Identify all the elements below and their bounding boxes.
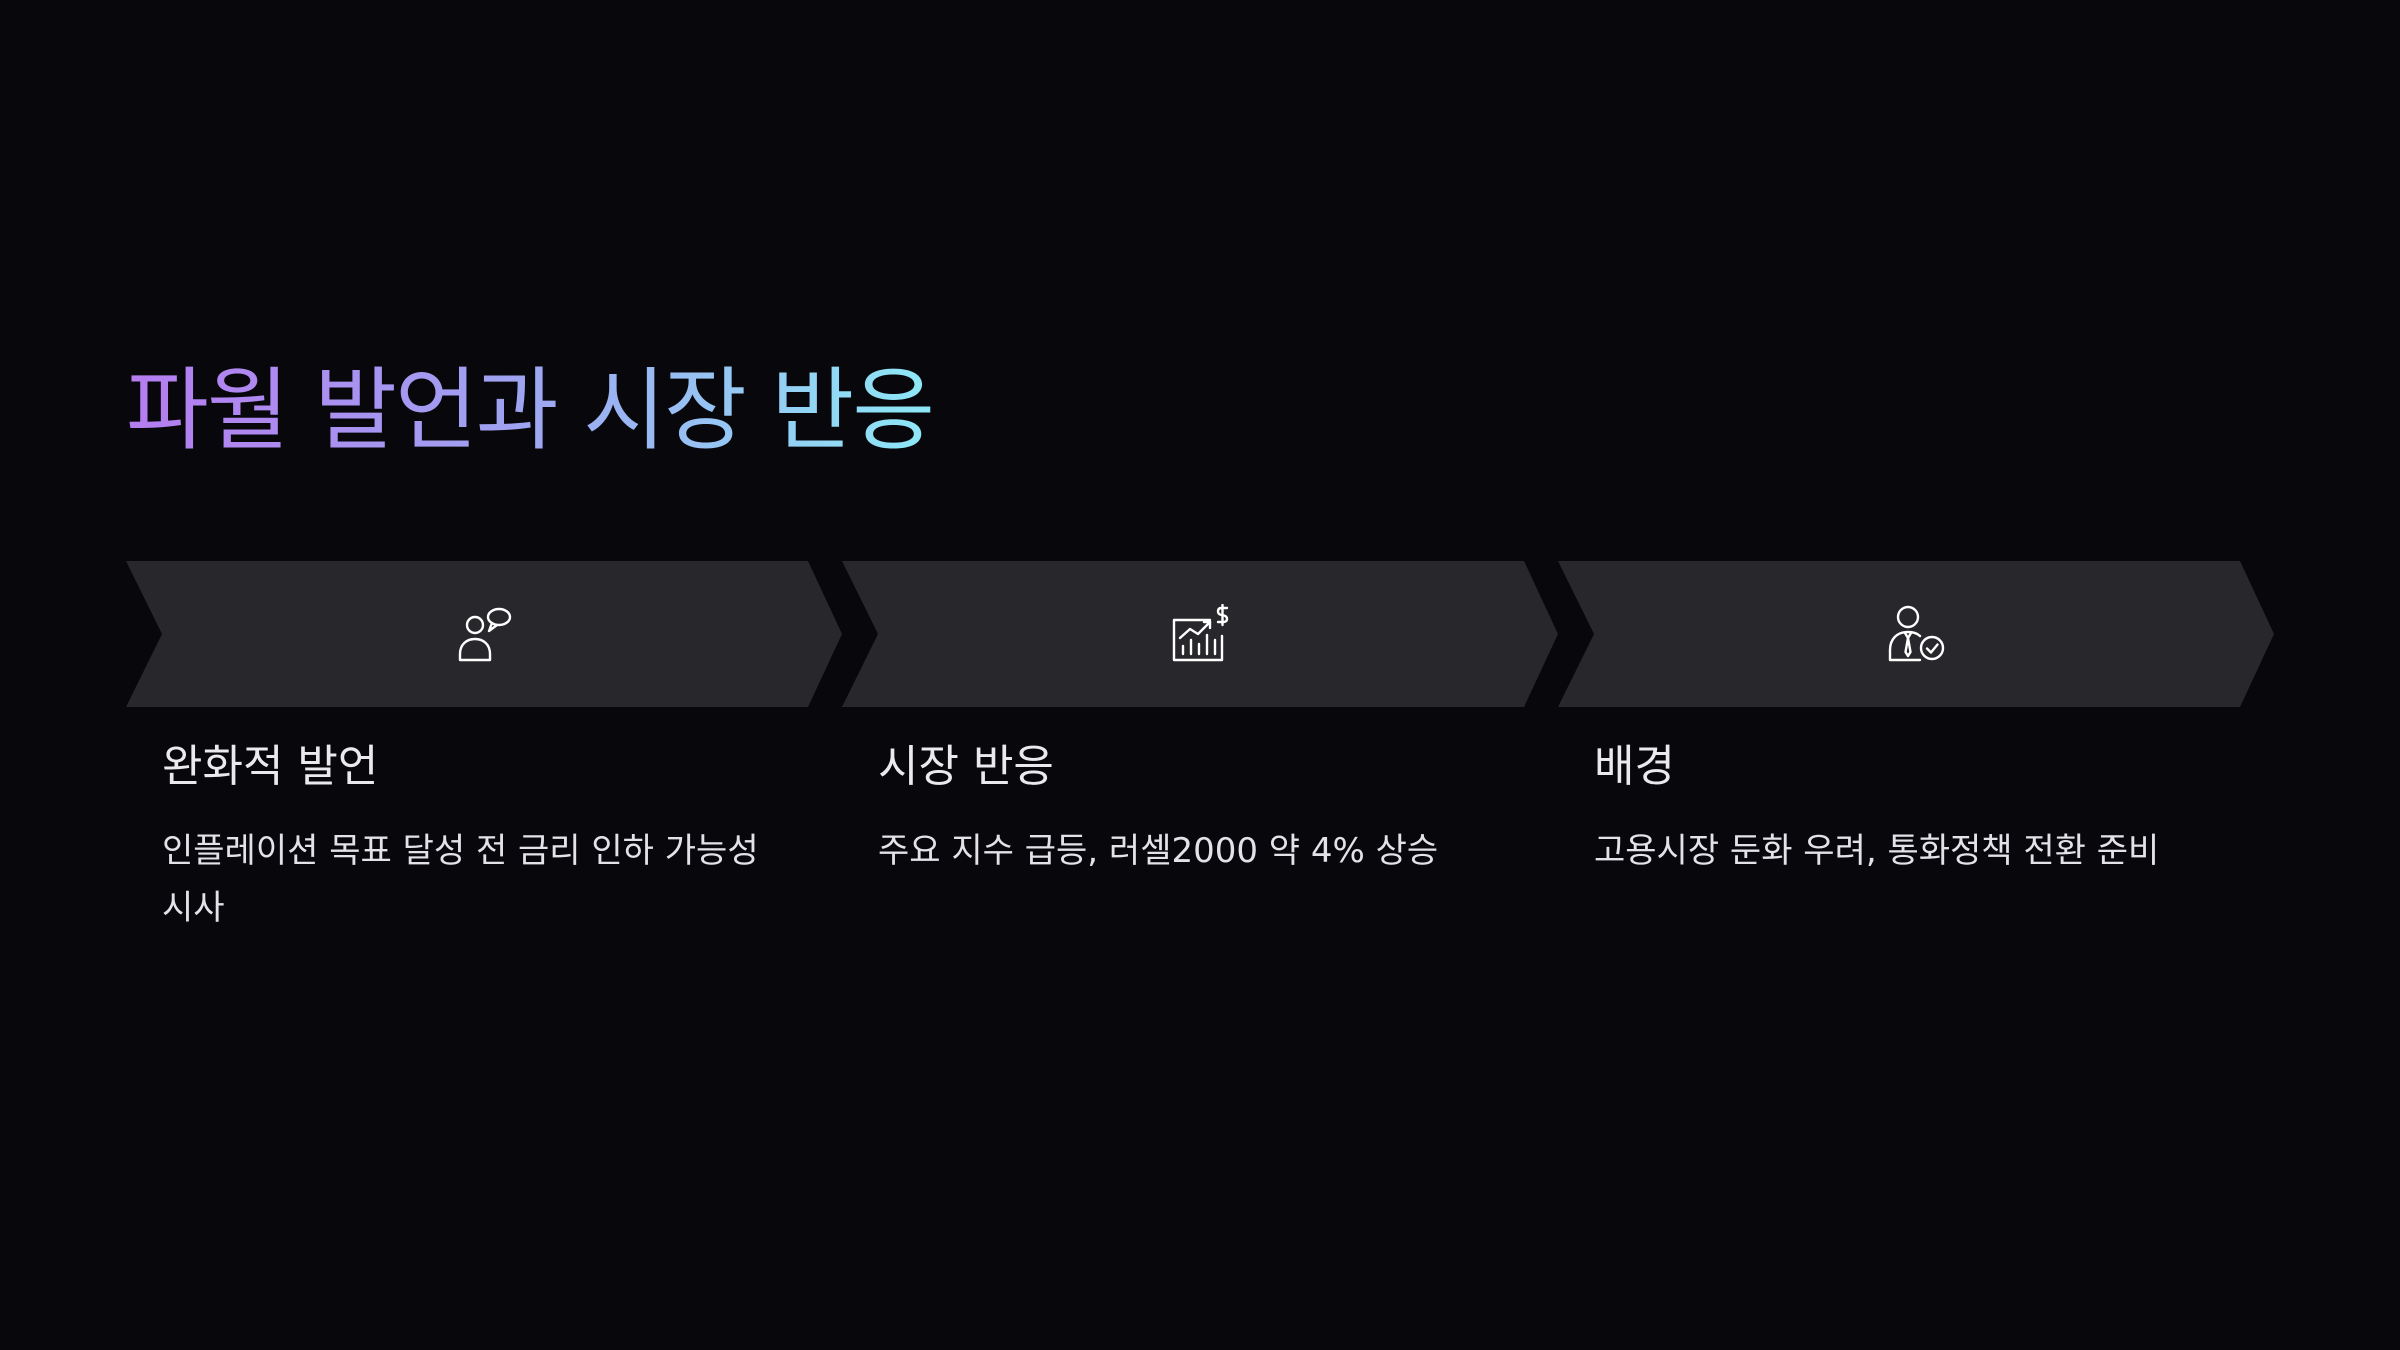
step-description: 인플레이션 목표 달성 전 금리 인하 가능성 시사 [162, 831, 759, 928]
step-background: 배경 고용시장 둔화 우려, 통화정책 전환 준비 [1558, 561, 2274, 871]
user-speech-bubble-icon [454, 604, 514, 664]
chart-dollar-icon [1170, 604, 1230, 664]
page-title: 파월 발언과 시장 반응 [126, 358, 935, 463]
step-chevron [1558, 561, 2274, 707]
step-heading: 완화적 발언 [162, 741, 379, 792]
step-chevron [842, 561, 1558, 707]
step-description: 고용시장 둔화 우려, 통화정책 전환 준비 [1594, 831, 2160, 871]
step-market-reaction: 시장 반응 주요 지수 급등, 러셀2000 약 4% 상승 [842, 561, 1558, 871]
step-heading: 시장 반응 [878, 741, 1054, 792]
step-dovish-remarks: 완화적 발언 인플레이션 목표 달성 전 금리 인하 가능성 시사 [126, 561, 842, 928]
step-heading: 배경 [1594, 741, 1675, 792]
step-chevron [126, 561, 842, 707]
businessman-check-icon [1886, 604, 1946, 664]
step-description: 주요 지수 급등, 러셀2000 약 4% 상승 [878, 831, 1439, 871]
